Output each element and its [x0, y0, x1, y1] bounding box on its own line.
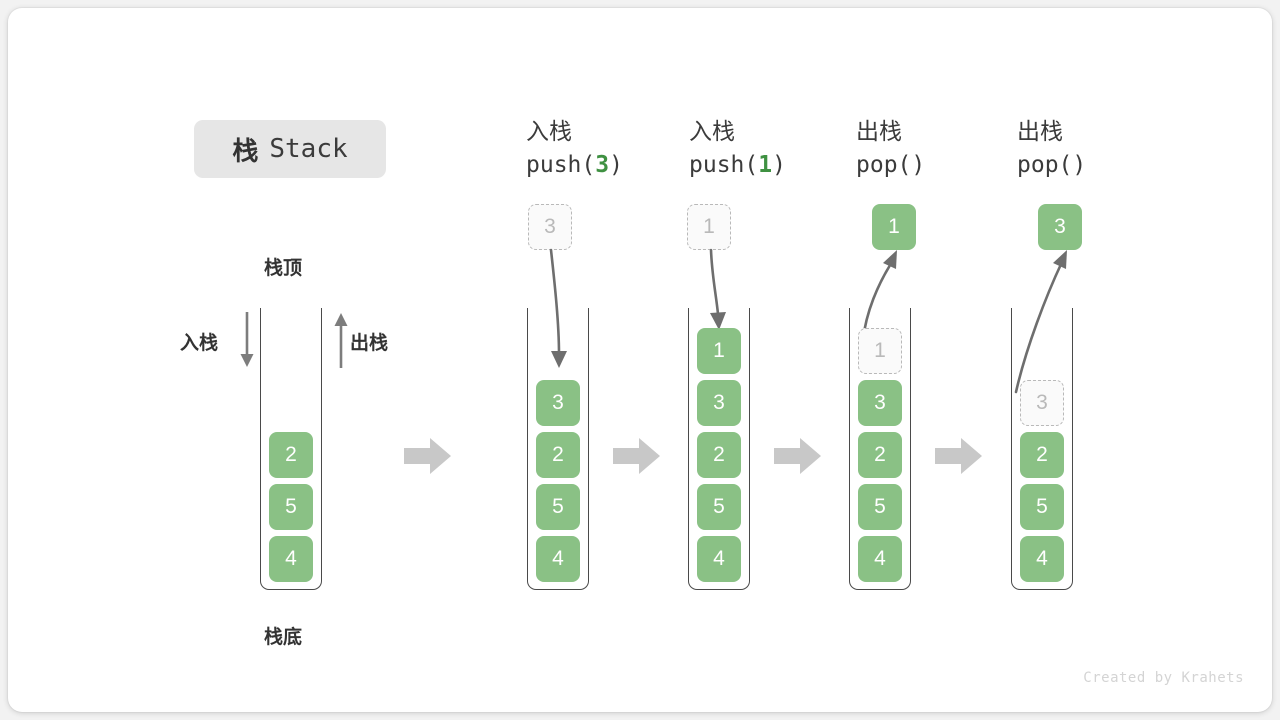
stack-tile: 2 — [1020, 432, 1064, 478]
stack-tile: 4 — [269, 536, 313, 582]
stack-container-pop-1 — [849, 308, 911, 590]
column-header-code: pop() — [1017, 148, 1217, 182]
stack-tile: 4 — [536, 536, 580, 582]
stack-container-pop-2 — [1011, 308, 1073, 590]
stack-container-initial — [260, 308, 322, 590]
column-header-cn: 出栈 — [1017, 118, 1063, 144]
title-en: Stack — [269, 134, 348, 164]
stack-tile: 2 — [536, 432, 580, 478]
floating-tile-ghost: 1 — [687, 204, 731, 250]
code-prefix: pop( — [856, 152, 912, 178]
stack-tile: 4 — [1020, 536, 1064, 582]
stack-tile: 2 — [858, 432, 902, 478]
floating-tile-ghost: 3 — [528, 204, 572, 250]
pop-up-arrow-icon — [334, 313, 348, 368]
stack-tile: 5 — [697, 484, 741, 530]
stack-tile: 3 — [697, 380, 741, 426]
stack-tile: 2 — [697, 432, 741, 478]
stack-tile: 4 — [697, 536, 741, 582]
code-value: 1 — [758, 152, 773, 178]
transition-arrow-icon — [774, 438, 821, 474]
column-header-cn: 出栈 — [856, 118, 902, 144]
stack-container-push-3 — [527, 308, 589, 590]
transition-arrow-icon — [404, 438, 451, 474]
stack-tile: 5 — [269, 484, 313, 530]
code-suffix: ) — [772, 152, 786, 178]
push-side-label: 入栈 — [180, 333, 219, 354]
stack-tile: 3 — [858, 380, 902, 426]
code-prefix: pop( — [1017, 152, 1073, 178]
code-value: 3 — [595, 152, 610, 178]
column-header-pop-2: 出栈 pop() — [1017, 114, 1217, 182]
stack-tile: 5 — [858, 484, 902, 530]
pop-side-label: 出栈 — [350, 333, 389, 354]
code-suffix: ) — [1072, 152, 1087, 178]
code-suffix: ) — [911, 152, 926, 178]
column-header-code: push(3) — [526, 148, 726, 182]
stack-bottom-label: 栈底 — [264, 627, 303, 648]
floating-tile-popped: 1 — [872, 204, 916, 250]
column-header-push-1: 入栈 push(1) — [689, 114, 889, 182]
stack-tile: 3 — [536, 380, 580, 426]
pop-motion-arrow-icon — [1014, 250, 1067, 394]
column-header-pop-1: 出栈 pop() — [856, 114, 1056, 182]
push-down-arrow-icon — [240, 312, 254, 367]
column-header-code: pop() — [856, 148, 1056, 182]
code-prefix: push( — [526, 152, 596, 178]
stack-tile: 4 — [858, 536, 902, 582]
stack-tile: 2 — [269, 432, 313, 478]
stack-tile: 1 — [697, 328, 741, 374]
stack-tile: 5 — [536, 484, 580, 530]
column-header-push-3: 入栈 push(3) — [526, 114, 726, 182]
footer-credit: Created by Krahets — [1083, 670, 1244, 686]
push-motion-arrow-icon — [549, 248, 567, 368]
transition-arrow-icon — [613, 438, 660, 474]
column-header-code: push(1) — [689, 148, 889, 182]
code-prefix: push( — [689, 152, 759, 178]
column-header-cn: 入栈 — [689, 118, 735, 144]
push-motion-arrow-icon — [709, 248, 726, 330]
diagram-title-badge: 栈 Stack — [194, 120, 386, 178]
stack-tile-ghost: 1 — [858, 328, 902, 374]
code-suffix: ) — [609, 152, 623, 178]
stack-container-push-1 — [688, 308, 750, 590]
transition-arrow-icon — [935, 438, 982, 474]
stack-top-label: 栈顶 — [264, 258, 303, 279]
stack-tile: 5 — [1020, 484, 1064, 530]
title-cn: 栈 — [232, 135, 260, 166]
column-header-cn: 入栈 — [526, 118, 572, 144]
stack-tile-ghost: 3 — [1020, 380, 1064, 426]
floating-tile-popped: 3 — [1038, 204, 1082, 250]
